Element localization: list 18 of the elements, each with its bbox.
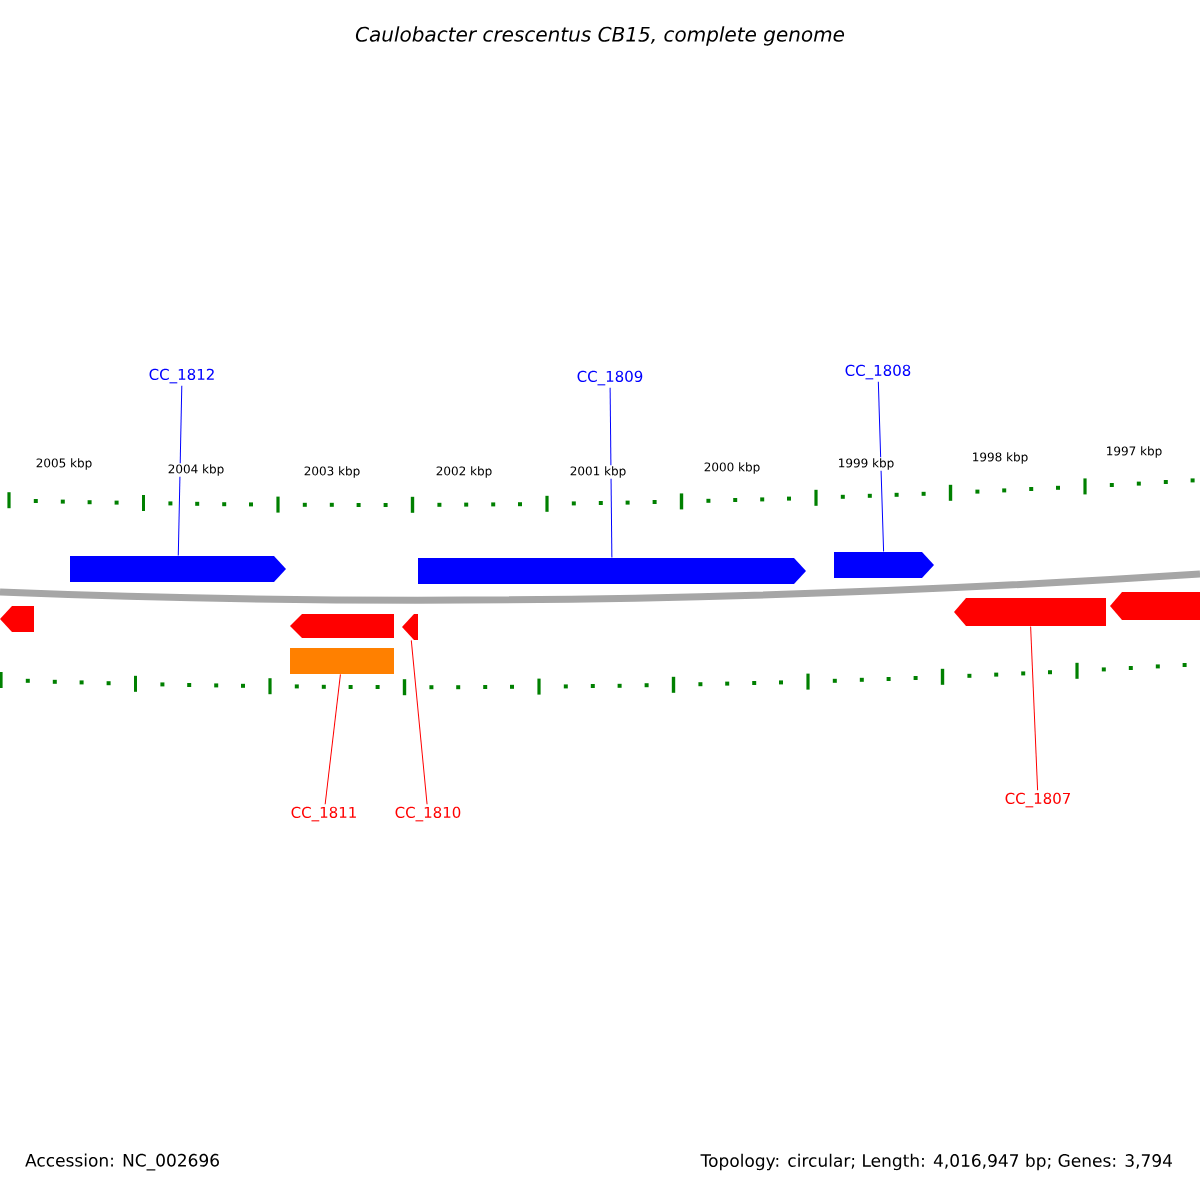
- leader-line: [609, 387, 613, 559]
- leader-line: [410, 639, 428, 805]
- gene-feature: [70, 556, 286, 582]
- footer-text: Accession: NC_002696: [25, 1153, 219, 1171]
- gene-feature: [418, 558, 806, 584]
- gene-feature: [954, 598, 1106, 626]
- title: Caulobacter crescentus CB15, complete genome: [355, 26, 845, 46]
- leader-line: [1030, 625, 1039, 791]
- gene-feature: [0, 606, 34, 632]
- gene-feature: [1110, 592, 1200, 620]
- gene-feature: [834, 552, 934, 578]
- gene-feature: [290, 614, 394, 638]
- leader-line: [177, 385, 183, 557]
- leader-line: [877, 381, 885, 553]
- leader-line: [324, 673, 341, 805]
- footer-text: Topology: circular; Length: 4,016,947 bp; Genes: 3,794: [700, 1153, 1172, 1171]
- gene-feature: [402, 614, 418, 640]
- gene-feature: [290, 648, 394, 674]
